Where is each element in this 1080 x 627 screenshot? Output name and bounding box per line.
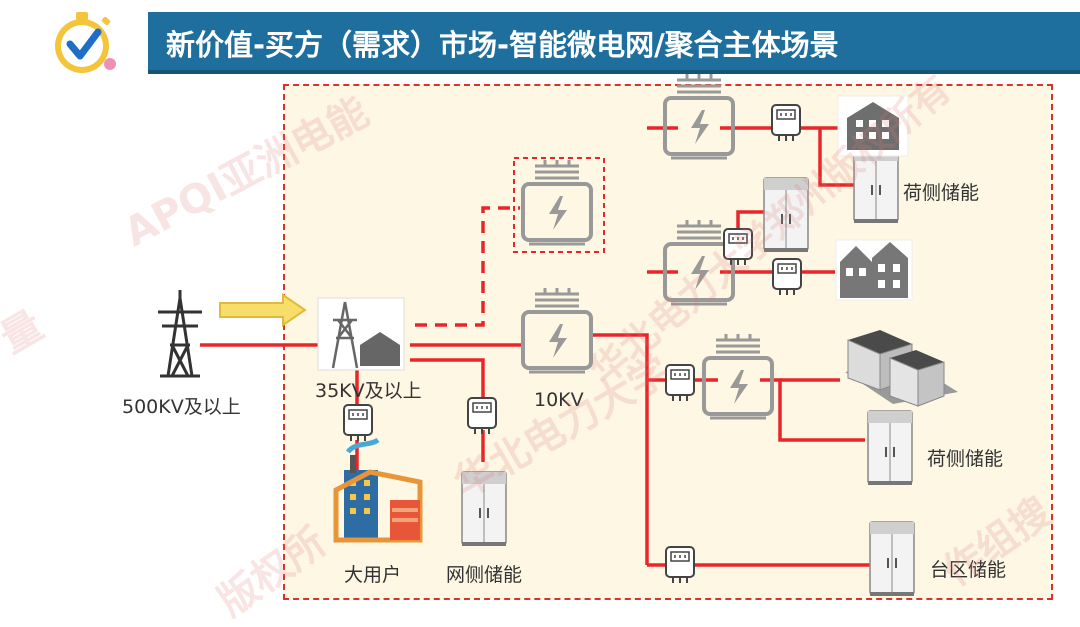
meter-mid-storage-icon [723,228,753,266]
meter-grid-storage-icon [467,397,497,435]
title-bar: 新价值-买方（需求）市场-智能微电网/聚合主体场景 [148,12,1080,74]
reserve-transformer-icon [521,158,593,246]
transformer-mid-icon [663,218,735,306]
header: 新价值-买方（需求）市场-智能微电网/聚合主体场景 [0,0,1080,82]
factory-building-icon [845,330,958,407]
transformer-icon [521,286,593,374]
source-label: 500KV及以上 [122,396,241,418]
substation-label: 35KV及以上 [315,380,422,402]
line-feeder-main [590,333,649,565]
meter-mid-building-icon [772,258,802,296]
line-grid-storage-branch [410,358,485,402]
big-user-label: 大用户 [344,564,402,586]
reserve-transformer-box [513,157,605,253]
line-top-storage [818,128,862,187]
office-building-icon [837,95,909,157]
transformer-low-icon [702,332,774,420]
district-storage-label: 台区储能 [930,559,1007,581]
reserve-link [415,206,520,327]
transmission-tower-icon [158,290,202,378]
grid-storage-label: 网侧储能 [446,564,523,586]
meter-top-icon [771,104,801,142]
transformer-top-icon [663,72,735,160]
big-user-factory-icon [333,437,423,543]
load-storage-low-label: 荷侧储能 [927,448,1004,470]
load-storage-mid-cabinet-icon [763,177,809,253]
meter-district-icon [665,546,695,584]
page-title: 新价值-买方（需求）市场-智能微电网/聚合主体场景 [166,28,839,62]
meter-user-icon [343,404,373,442]
stopwatch-logo-icon [55,12,116,73]
power-lines [200,126,870,567]
meter-low-icon [665,364,695,402]
line-low-storage [760,378,865,442]
substation-icon [317,297,405,371]
microgrid-diagram [158,72,958,597]
load-storage-low-cabinet-icon [867,410,913,486]
transformer-label: 10KV [534,389,584,411]
residential-building-icon [835,239,913,301]
load-storage-top-cabinet-icon [853,148,899,224]
district-storage-cabinet-icon [869,521,915,597]
load-storage-top-label: 荷侧储能 [903,182,980,204]
supply-arrow-icon [219,293,307,327]
grid-storage-cabinet-icon [461,471,507,547]
